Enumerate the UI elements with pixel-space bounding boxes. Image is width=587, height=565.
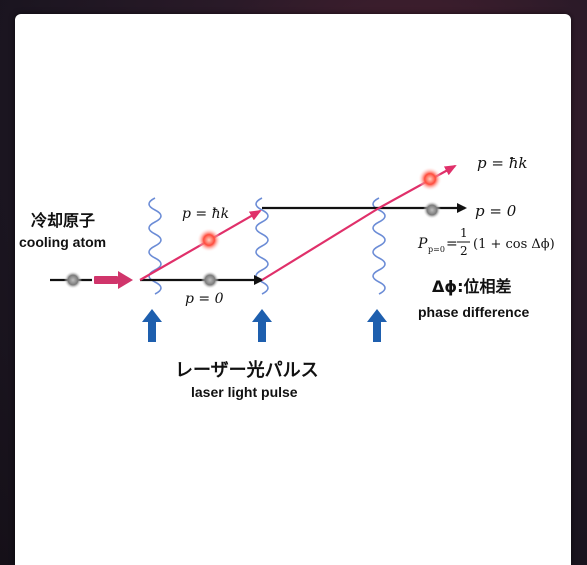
svg-text:=: = [446,236,458,252]
momentum-label-right-zero: p = 0 [475,202,517,220]
momentum-label-top-right: p = ħk [477,154,527,172]
probability-formula: P p=0 = 1 2 (1 + cos Δϕ) [417,226,555,258]
cooling-atom-label-en: cooling atom [19,234,106,250]
laser-pulse-label-jp: レーザー光パルス [175,359,319,381]
svg-text:2: 2 [460,244,468,258]
cooling-atom-label-jp: 冷却原子 [31,211,95,230]
laser-wave-3 [372,197,386,295]
momentum-label-bottom-zero: p = 0 [185,291,224,307]
svg-text:P: P [417,236,428,252]
phase-diff-label-jp: Δϕ:位相差 [432,277,512,296]
svg-text:1: 1 [460,226,468,240]
momentum-label-upper: p = ħk [182,206,229,222]
atom-output-ground [423,201,441,219]
laser-pulse-arrow-1 [142,309,162,342]
phase-diff-label-en: phase difference [418,304,529,320]
photon-kick-arrow [94,271,133,289]
svg-text:p=0: p=0 [428,245,445,254]
atom-output-excited [418,167,442,191]
laser-wave-1 [148,197,162,295]
laser-pulse-arrow-2 [252,309,272,342]
excited-path-lower [261,207,380,281]
atom-lower [201,271,219,289]
excited-output-path [378,165,457,209]
laser-pulse-label-en: laser light pulse [191,384,298,400]
diagram-card [15,14,571,565]
svg-text:(1 + cos Δϕ): (1 + cos Δϕ) [473,237,555,252]
atom-upper-excited [197,228,221,252]
atom-incoming [64,271,82,289]
laser-pulse-arrow-3 [367,309,387,342]
